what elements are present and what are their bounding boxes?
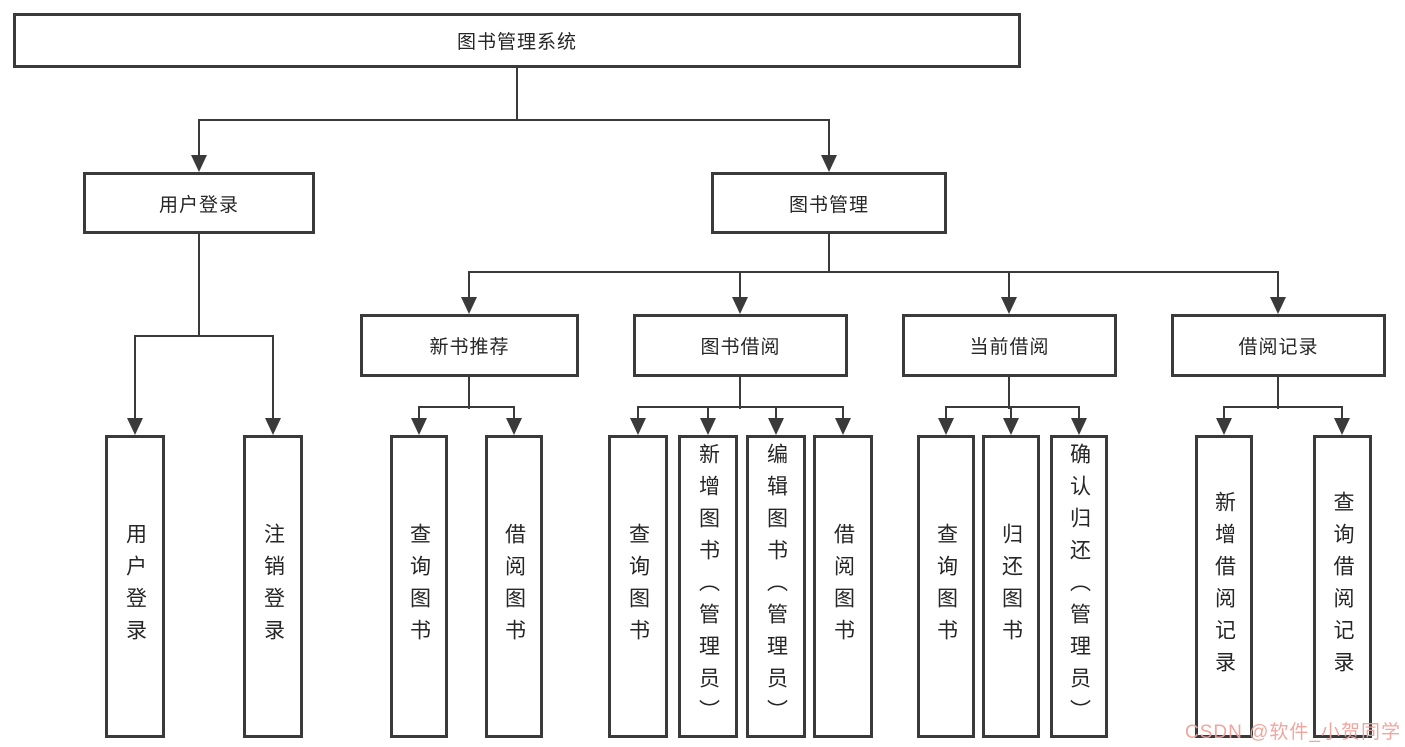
arrow-down-icon <box>768 418 784 435</box>
node-label: 查询图书 <box>626 522 650 651</box>
connector-user-login-rail <box>134 335 274 337</box>
connector-level2-rail <box>198 119 830 121</box>
connector-leaf-drop <box>707 406 709 420</box>
arrow-down-icon <box>700 418 716 435</box>
leaf-borrowing-query-books: 查询图书 <box>608 435 668 738</box>
connector-records-rail <box>1223 406 1343 408</box>
node-label: 归还图书 <box>999 522 1023 651</box>
arrow-down-icon <box>1001 297 1017 314</box>
node-label: 当前借阅 <box>969 337 1050 358</box>
node-book-borrowing: 图书借阅 <box>633 314 848 377</box>
connector-leaf-drop <box>1010 406 1012 420</box>
node-book-management: 图书管理 <box>711 172 947 234</box>
connector-user-login-stem <box>198 233 200 337</box>
arrow-down-icon <box>732 297 748 314</box>
arrow-down-icon <box>506 418 522 435</box>
csdn-watermark: CSDN @软件_小贺同学 <box>1185 722 1401 743</box>
node-label: 图书管理系统 <box>456 32 577 53</box>
connector-drop-current <box>1008 271 1010 299</box>
node-label: 图书管理 <box>788 194 869 216</box>
leaf-records-add-record: 新增借阅记录 <box>1195 435 1253 738</box>
leaf-records-query-record: 查询借阅记录 <box>1313 435 1372 738</box>
node-label: 编辑图书（管理员） <box>764 442 788 731</box>
node-label: 用户登录 <box>158 194 239 216</box>
arrow-down-icon <box>1071 418 1087 435</box>
connector-leaf-drop <box>775 406 777 420</box>
node-label: 新增借阅记录 <box>1212 490 1236 683</box>
node-borrowing-records: 借阅记录 <box>1171 314 1386 377</box>
arrow-down-icon <box>127 418 143 435</box>
node-label: 图书借阅 <box>700 337 781 358</box>
node-new-book-recommend: 新书推荐 <box>360 314 579 377</box>
arrow-down-icon <box>1003 418 1019 435</box>
connector-drop-login-leaf <box>134 335 136 420</box>
node-current-borrowing: 当前借阅 <box>902 314 1117 377</box>
connector-leaf-drop <box>513 406 515 420</box>
connector-leaf-drop <box>1223 406 1225 420</box>
arrow-down-icon <box>1270 297 1286 314</box>
leaf-borrowing-edit-books-admin: 编辑图书（管理员） <box>746 435 806 738</box>
connector-leaf-drop <box>842 406 844 420</box>
node-label: 新增图书（管理员） <box>696 442 720 731</box>
arrow-down-icon <box>265 418 281 435</box>
leaf-current-confirm-return-admin: 确认归还（管理员） <box>1050 435 1108 738</box>
leaf-current-query-books: 查询图书 <box>917 435 975 738</box>
node-label: 查询图书 <box>934 522 958 651</box>
connector-drop-book-mgmt <box>828 119 830 157</box>
arrow-down-icon <box>938 418 954 435</box>
arrow-down-icon <box>821 155 837 172</box>
connector-current-stem <box>1008 376 1010 409</box>
connector-borrowing-stem <box>739 376 741 409</box>
leaf-logout: 注销登录 <box>243 435 303 738</box>
leaf-newrec-query-books: 查询图书 <box>390 435 448 738</box>
arrow-down-icon <box>191 155 207 172</box>
arrow-down-icon <box>411 418 427 435</box>
connector-leaf-drop <box>945 406 947 420</box>
node-root-system: 图书管理系统 <box>13 13 1021 68</box>
node-label: 借阅图书 <box>831 522 855 651</box>
node-label: 查询借阅记录 <box>1331 490 1354 683</box>
node-label: 新书推荐 <box>429 337 510 358</box>
connector-root-stem <box>516 67 518 121</box>
connector-records-stem <box>1277 376 1279 409</box>
connector-leaf-drop <box>637 406 639 420</box>
arrow-down-icon <box>461 297 477 314</box>
node-user-login: 用户登录 <box>83 172 315 234</box>
leaf-newrec-borrow-books: 借阅图书 <box>485 435 543 738</box>
leaf-borrowing-add-books-admin: 新增图书（管理员） <box>678 435 738 738</box>
connector-drop-logout-leaf <box>272 335 274 420</box>
leaf-borrowing-borrow-books: 借阅图书 <box>813 435 873 738</box>
connector-borrowing-rail <box>637 406 844 408</box>
node-label: 注销登录 <box>261 522 285 651</box>
node-label: 借阅记录 <box>1238 337 1319 358</box>
connector-book-mgmt-stem <box>828 233 830 273</box>
connector-new-rec-rail <box>418 406 515 408</box>
connector-level3-rail <box>468 271 1279 273</box>
connector-leaf-drop <box>418 406 420 420</box>
arrow-down-icon <box>1216 418 1232 435</box>
connector-current-rail <box>945 406 1080 408</box>
arrow-down-icon <box>1334 418 1350 435</box>
connector-drop-borrowing <box>739 271 741 299</box>
arrow-down-icon <box>630 418 646 435</box>
node-label: 查询图书 <box>407 522 431 651</box>
connector-new-rec-stem <box>468 376 470 409</box>
connector-drop-new-rec <box>468 271 470 299</box>
connector-drop-user-login <box>198 119 200 157</box>
connector-leaf-drop <box>1078 406 1080 420</box>
leaf-user-login: 用户登录 <box>105 435 165 738</box>
connector-drop-records <box>1277 271 1279 299</box>
connector-leaf-drop <box>1341 406 1343 420</box>
node-label: 借阅图书 <box>502 522 526 651</box>
leaf-current-return-books: 归还图书 <box>982 435 1040 738</box>
arrow-down-icon <box>835 418 851 435</box>
node-label: 用户登录 <box>123 522 147 651</box>
node-label: 确认归还（管理员） <box>1067 442 1091 731</box>
